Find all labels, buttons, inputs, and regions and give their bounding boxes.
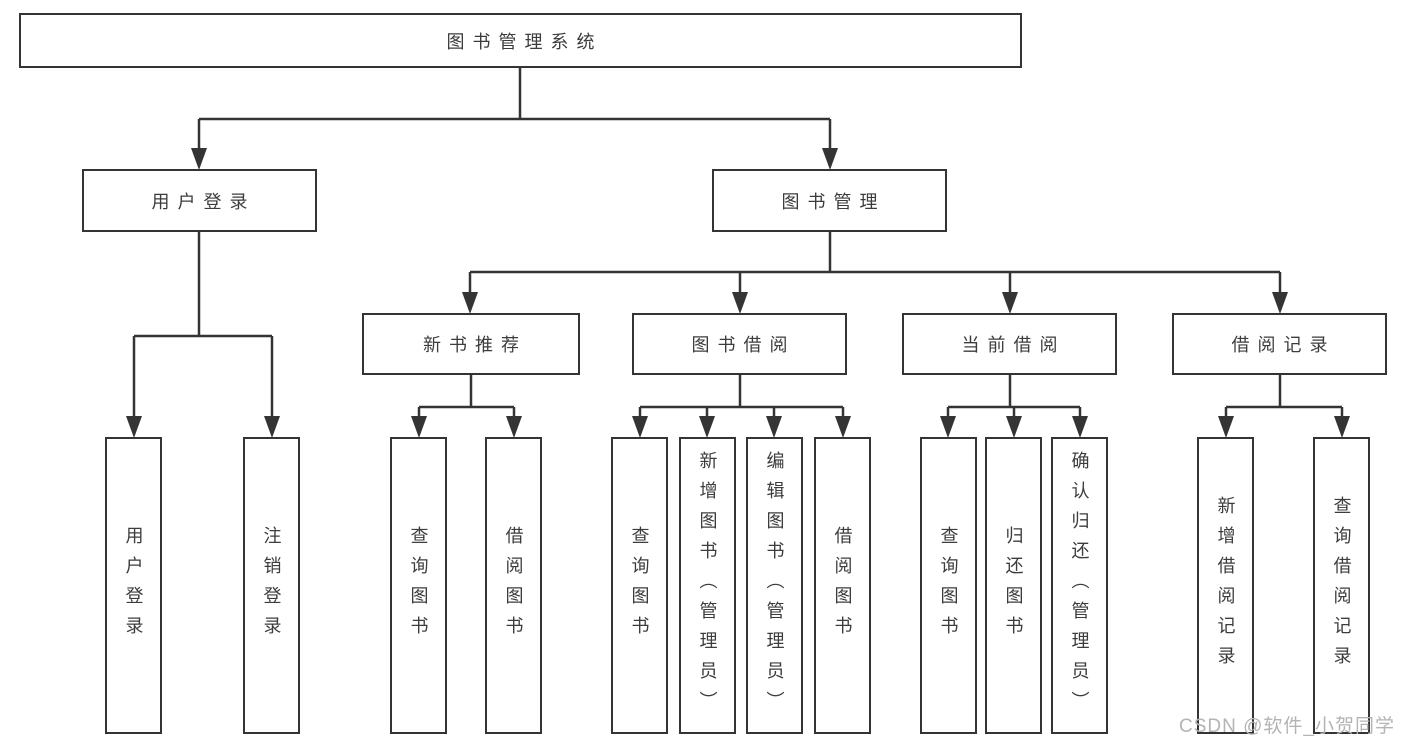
arrowhead (940, 416, 956, 438)
connector-new-book-recommendation (417, 375, 516, 418)
arrowheads (126, 148, 1350, 438)
node-new-book-recommendation: 新书推荐 (362, 313, 580, 375)
node-borrowing-records: 借阅记录 (1172, 313, 1387, 375)
arrowhead (1272, 292, 1288, 314)
watermark: CSDN @软件_小贺同学 (1179, 716, 1395, 737)
node-current-borrowing: 当前借阅 (902, 313, 1117, 375)
connector-root (197, 68, 832, 150)
node-book-management: 图书管理 (712, 169, 947, 232)
arrowhead (411, 416, 427, 438)
arrowhead (506, 416, 522, 438)
node-user-login: 用户登录 (82, 169, 317, 232)
leaf-add-borrow-record: 新增借阅记录 (1197, 437, 1254, 734)
arrowhead (1002, 292, 1018, 314)
leaf-user-login: 用户登录 (105, 437, 162, 734)
arrowhead (126, 416, 142, 438)
connector-book-management (468, 232, 1282, 294)
leaf-query-borrow-record: 查询借阅记录 (1313, 437, 1370, 734)
leaf-query-books-borrowing: 查询图书 (611, 437, 668, 734)
leaf-query-books-current: 查询图书 (920, 437, 977, 734)
leaf-confirm-return-admin: 确认归还（管理员） (1051, 437, 1108, 734)
arrowhead (732, 292, 748, 314)
node-book-borrowing: 图书借阅 (632, 313, 847, 375)
leaf-query-books-recommend: 查询图书 (390, 437, 447, 734)
leaf-add-book-admin: 新增图书（管理员） (679, 437, 736, 734)
arrowhead (835, 416, 851, 438)
leaf-borrow-books-borrowing: 借阅图书 (814, 437, 871, 734)
connector-book-borrowing (638, 375, 845, 418)
arrowhead (1218, 416, 1234, 438)
arrowhead (191, 148, 207, 170)
leaf-borrow-books-recommend: 借阅图书 (485, 437, 542, 734)
arrowhead (766, 416, 782, 438)
arrowhead (462, 292, 478, 314)
arrowhead (1334, 416, 1350, 438)
connector-borrowing-records (1224, 375, 1344, 418)
leaf-logout: 注销登录 (243, 437, 300, 734)
connector-user-login (132, 232, 274, 418)
arrowhead (632, 416, 648, 438)
arrowhead (822, 148, 838, 170)
arrowhead (699, 416, 715, 438)
leaf-edit-book-admin: 编辑图书（管理员） (746, 437, 803, 734)
node-library-management-system: 图书管理系统 (19, 13, 1022, 68)
leaf-return-book: 归还图书 (985, 437, 1042, 734)
arrowhead (1072, 416, 1088, 438)
arrowhead (1006, 416, 1022, 438)
arrowhead (264, 416, 280, 438)
connector-current-borrowing (946, 375, 1082, 418)
